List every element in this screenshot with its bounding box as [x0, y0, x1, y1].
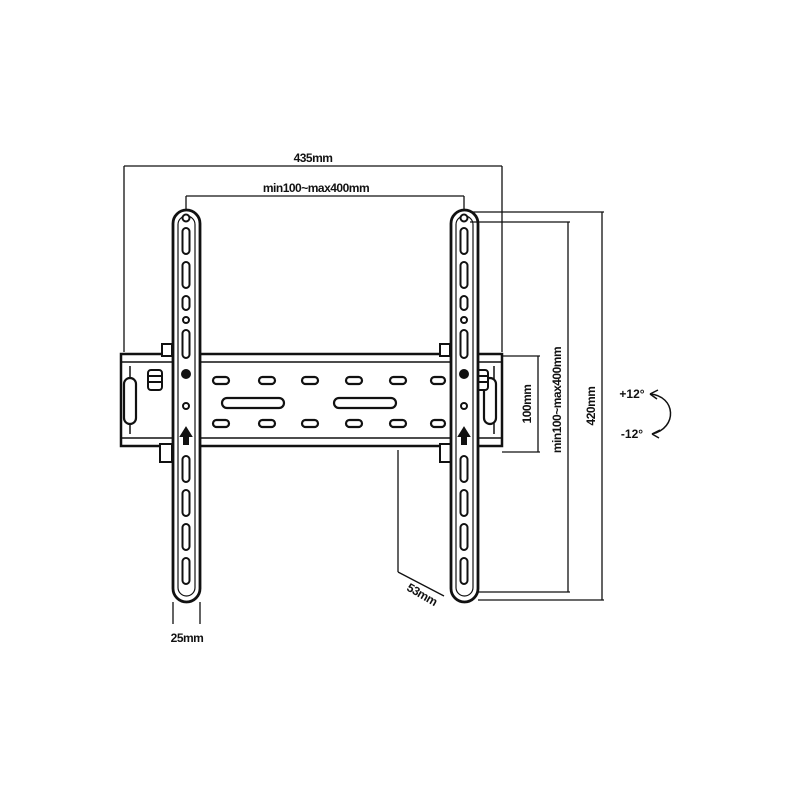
rail-height-label: 100mm: [520, 385, 534, 424]
vertical-spacing-dimension: [470, 221, 570, 593]
horizontal-spacing-label: min100~max400mm: [263, 181, 369, 195]
arm-width-label: 25mm: [171, 631, 204, 645]
overall-height-dimension: [470, 211, 604, 601]
rail-slots: [122, 375, 498, 429]
horizontal-spacing-dimension: [185, 195, 465, 216]
overall-height-label: 420mm: [584, 387, 598, 426]
rail-height-dimension: [502, 355, 540, 453]
tilt-down-label: -12°: [621, 427, 643, 441]
overall-width-label: 435mm: [294, 151, 333, 165]
arm-width-dimension: [172, 602, 201, 624]
tilt-up-label: +12°: [619, 387, 644, 401]
overall-width-dimension: [123, 165, 503, 352]
tilt-arrow-icon: [649, 389, 672, 439]
vertical-spacing-label: min100~max400mm: [550, 347, 564, 453]
right-arm-holes: [457, 213, 471, 585]
left-arm-holes: [179, 213, 193, 585]
wall-depth-dimension: [397, 450, 445, 597]
